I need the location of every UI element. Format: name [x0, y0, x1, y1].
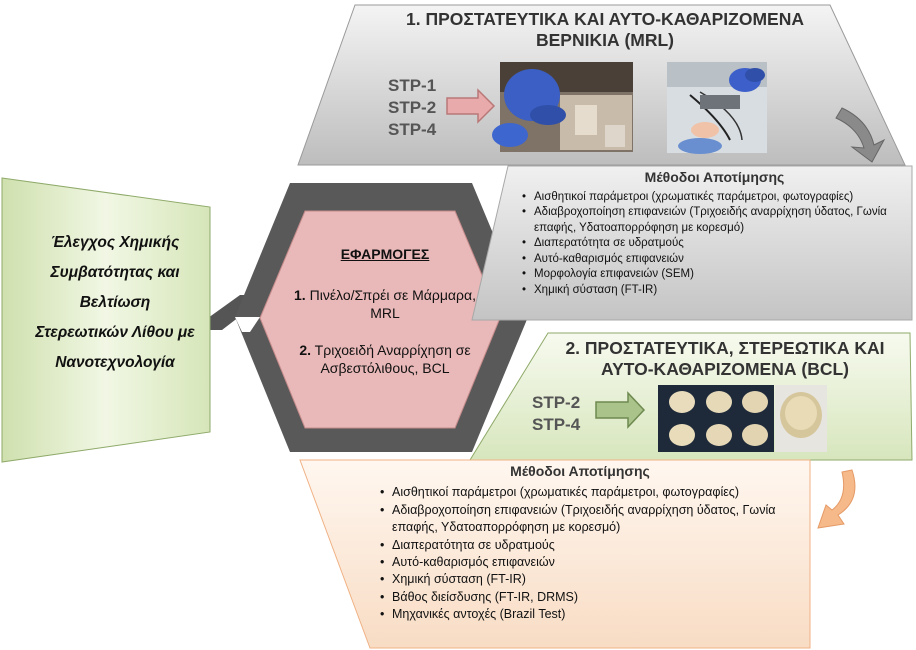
section1-method-1: Αισθητικοί παράμετροι (χρωματικές παράμε…: [522, 190, 907, 206]
section2-stp-list: STP-2 STP-4: [532, 392, 580, 436]
section1-stp-2: STP-2: [388, 98, 437, 117]
green-arrow: [595, 391, 646, 429]
section1-stp-1: STP-1: [388, 76, 437, 95]
lab-photo-2: [667, 62, 767, 154]
section1-method-6: Χημική σύσταση (FT-IR): [522, 283, 907, 299]
left-box-line-4: Στερεωτικών Λίθου με: [35, 324, 195, 341]
lab-photo-1: [492, 62, 633, 152]
section2-title-line-2: ΑΥΤΟ-ΚΑΘΑΡΙΖΟΜΕΝΑ (BCL): [601, 359, 849, 379]
left-box-line-3: Βελτίωση: [79, 294, 151, 311]
hex-gap-left: [235, 317, 260, 332]
samples-photo: [658, 385, 827, 452]
left-box-line-2: Συμβατότητας και: [50, 264, 180, 281]
left-trapezoid: [1, 177, 211, 463]
section1-stp-3: STP-4: [388, 120, 437, 139]
section1-methods-title: Μέθοδοι Αποτίμησης: [644, 169, 785, 185]
application-item-2-number: 2.: [299, 342, 312, 358]
section2-method-4: Αυτό-καθαρισμός επιφανειών: [380, 554, 780, 572]
section1-title: 1. ΠΡΟΣΤΑΤΕΥΤΙΚΑ ΚΑΙ ΑΥΤΟ-ΚΑΘΑΡΙΖΟΜΕΝΑ Β…: [370, 9, 840, 51]
section1-method-4: Αυτό-καθαρισμός επιφανειών: [522, 252, 907, 268]
section1-title-line-2: ΒΕΡΝΙΚΙΑ (MRL): [535, 30, 675, 50]
applications-title: ΕΦΑΡΜΟΓΕΣ: [340, 246, 430, 262]
section1-stp-list: STP-1 STP-2 STP-4: [388, 75, 436, 141]
section1-method-2: Αδιαβροχοποίηση επιφανειών (Τριχοειδής α…: [522, 205, 907, 236]
section2-method-6: Βάθος διείσδυσης (FT-IR, DRMS): [380, 589, 780, 607]
section1-method-5: Μορφολογία επιφανειών (SEM): [522, 267, 907, 283]
application-item-2: 2. Τριχοειδή Αναρρίχηση σε Ασβεστόλιθους…: [285, 341, 485, 377]
curved-arrow-gray: [835, 107, 886, 163]
section2-method-1: Αισθητικοί παράμετροι (χρωματικές παράμε…: [380, 484, 780, 502]
application-item-1-number: 1.: [294, 287, 306, 303]
section2-method-5: Χημική σύσταση (FT-IR): [380, 571, 780, 589]
section2-method-2: Αδιαβροχοποίηση επιφανειών (Τριχοειδής α…: [380, 502, 780, 537]
section2-title-line-1: 2. ΠΡΟΣΤΑΤΕΥΤΙΚΑ, ΣΤΕΡΕΩΤΙΚΑ ΚΑΙ: [565, 338, 885, 358]
section2-title: 2. ΠΡΟΣΤΑΤΕΥΤΙΚΑ, ΣΤΕΡΕΩΤΙΚΑ ΚΑΙ ΑΥΤΟ-ΚΑ…: [560, 338, 890, 380]
left-box-text: Έλεγχος Χημικής Συμβατότητας και Βελτίωσ…: [20, 228, 210, 378]
curved-arrow-orange: [817, 469, 856, 529]
hexagon-inner: [259, 210, 501, 429]
section2-stp-1: STP-2: [532, 393, 581, 412]
section2-methods: Μέθοδοι Αποτίμησης Αισθητικοί παράμετροι…: [380, 463, 780, 624]
section1-title-line-1: 1. ΠΡΟΣΤΑΤΕΥΤΙΚΑ ΚΑΙ ΑΥΤΟ-ΚΑΘΑΡΙΖΟΜΕΝΑ: [405, 9, 804, 29]
application-item-2-text: Τριχοειδή Αναρρίχηση σε Ασβεστόλιθους, B…: [314, 342, 471, 376]
section2-methods-title: Μέθοδοι Αποτίμησης: [510, 463, 650, 479]
section1-method-3: Διαπερατότητα σε υδρατμούς: [522, 236, 907, 252]
section2-method-3: Διαπερατότητα σε υδρατμούς: [380, 537, 780, 555]
pink-arrow: [446, 88, 496, 124]
section1-methods: Μέθοδοι Αποτίμησης Αισθητικοί παράμετροι…: [522, 169, 907, 299]
section2-method-7: Μηχανικές αντοχές (Brazil Test): [380, 606, 780, 624]
left-box-line-1: Έλεγχος Χημικής: [50, 234, 180, 251]
section2-stp-2: STP-4: [532, 415, 581, 434]
left-box-line-5: Νανοτεχνολογία: [55, 354, 175, 371]
application-item-1-text: Πινέλο/Σπρέι σε Μάρμαρα, MRL: [309, 287, 476, 321]
application-item-1: 1. Πινέλο/Σπρέι σε Μάρμαρα, MRL: [285, 286, 485, 322]
